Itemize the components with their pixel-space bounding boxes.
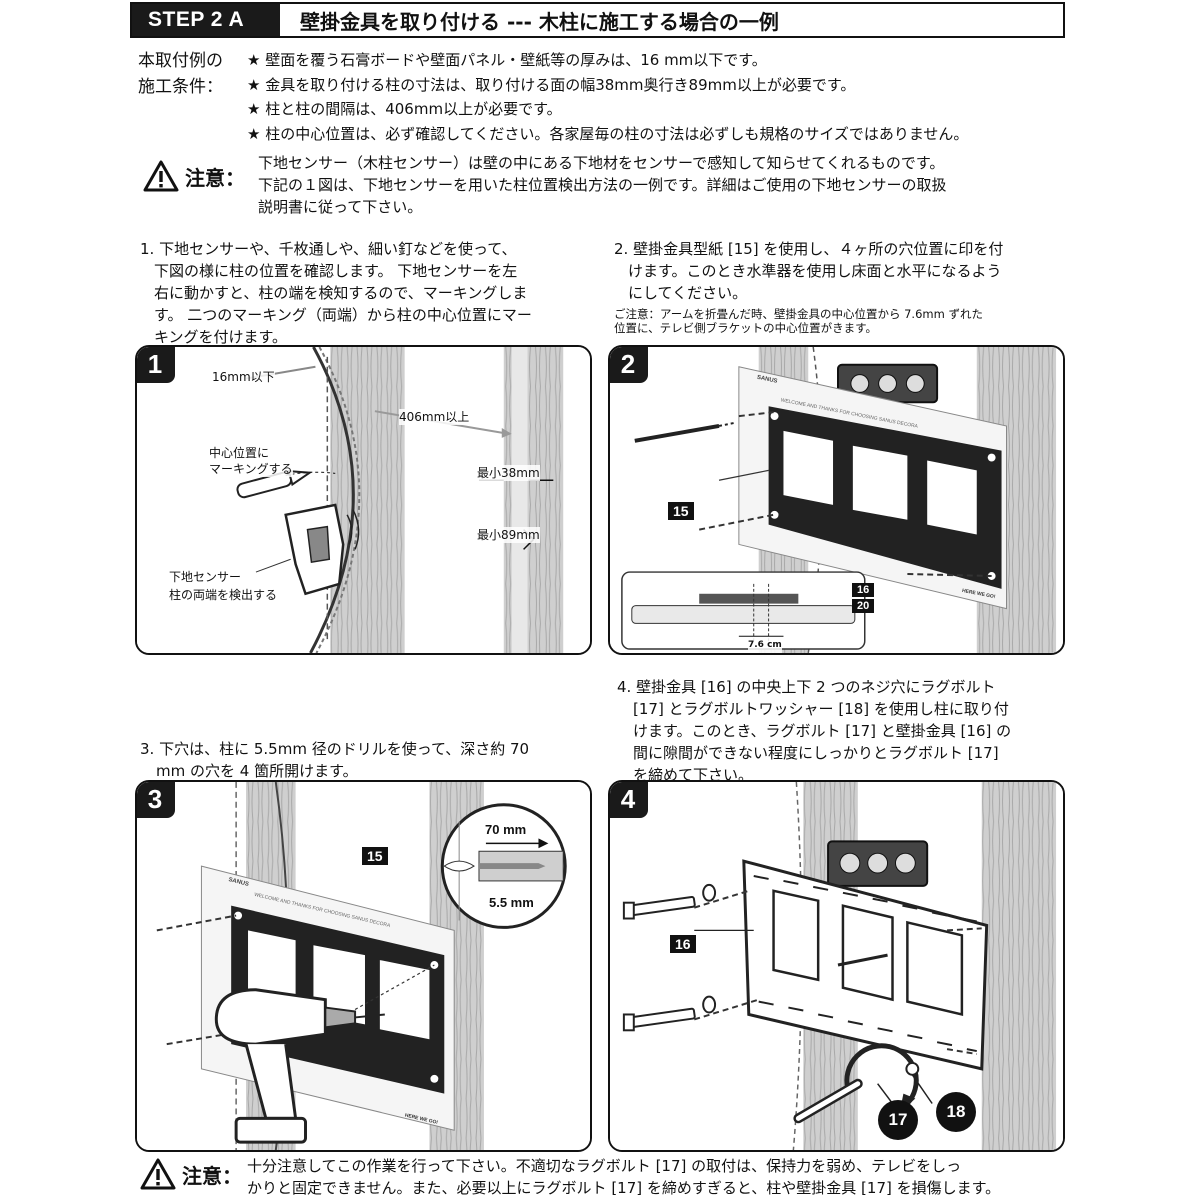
conditions-list: ★ 壁面を覆う石膏ボードや壁面パネル・壁紙等の厚みは、16 mm以下です。 ★ … <box>247 48 1057 146</box>
tag-bracket-16: 16 <box>852 583 875 597</box>
caution-text: 下地センサー（木柱センサー）は壁の中にある下地材をセンサーで感知して知らせてくれ… <box>258 154 947 216</box>
instruction-step4: 4. 壁掛金具 [16] の中央上下 2 つのネジ穴にラグボルト [17] とラ… <box>617 678 1012 784</box>
panel-3-illustration: SANUS WELCOME AND THANKS FOR CHOOSING SA… <box>137 782 590 1150</box>
step-label: STEP 2 A <box>132 4 280 36</box>
tag-template-15: 15 <box>668 502 694 520</box>
caution-label: 注意： <box>182 1163 242 1188</box>
panel-number: 4 <box>610 782 648 818</box>
label-width: 最小38mm <box>477 465 540 481</box>
panel-2-illustration: SANUS WELCOME AND THANKS FOR CHOOSING SA… <box>610 347 1063 653</box>
instruction-step1: 1. 下地センサーや、千枚通しや、細い釘などを使って、 下図の様に柱の位置を確認… <box>140 240 532 346</box>
step-header: STEP 2 A 壁掛金具を取り付ける --- 木柱に施工する場合の一例 <box>130 2 1065 38</box>
circle-washer-18: 18 <box>936 1092 976 1132</box>
instruction-step2-note: ご注意：アームを折畳んだ時、壁掛金具の中心位置から 7.6mm ずれた 位置に、… <box>614 307 983 335</box>
instruction-step2: 2. 壁掛金具型紙 [15] を使用し、４ヶ所の穴位置に印を付 けます。このとき… <box>614 240 1004 302</box>
label-center-2: マーキングする <box>209 461 293 477</box>
panel-number: 3 <box>137 782 175 818</box>
panel-4-illustration <box>610 782 1063 1150</box>
caution-top: 注意： <box>143 160 245 192</box>
label-drill-diameter: 5.5 mm <box>489 895 534 910</box>
condition-item: ★ 柱と柱の間隔は、406mm以上が必要です。 <box>247 100 562 118</box>
label-offset: 7.6 cm <box>748 637 782 653</box>
panel-1-illustration <box>137 347 590 653</box>
panel-1: 1 <box>135 345 592 655</box>
label-center-1: 中心位置に <box>209 445 270 461</box>
label-depth: 最小89mm <box>477 527 540 543</box>
label-sensor-2: 柱の両端を検出する <box>169 587 278 603</box>
template-brand: SANUS <box>756 375 778 385</box>
panel-number: 1 <box>137 347 175 383</box>
template-brand: SANUS <box>228 877 250 888</box>
warning-icon <box>140 1158 176 1190</box>
caution-bottom: 注意： <box>140 1158 242 1190</box>
tag-bracket-16: 16 <box>670 935 696 953</box>
panel-4: 4 <box>608 780 1065 1152</box>
circle-lag-bolt-17: 17 <box>878 1100 918 1140</box>
panel-2: 2 SANUS WELCOME AND THANKS FOR CHOOSING … <box>608 345 1065 655</box>
panel-3: 3 SANUS WELCOME AND THANKS FOR CHOOSING … <box>135 780 592 1152</box>
tag-template-15: 15 <box>362 847 388 865</box>
instruction-step3: 3. 下穴は、柱に 5.5mm 径のドリルを使って、深さ約 70 mm の穴を … <box>140 740 530 780</box>
label-drill-depth: 70 mm <box>485 822 527 837</box>
condition-item: ★ 金具を取り付ける柱の寸法は、取り付ける面の幅38mm奥行き89mm以上が必要… <box>247 75 856 94</box>
page-title: 壁掛金具を取り付ける --- 木柱に施工する場合の一例 <box>300 9 779 34</box>
panel-number: 2 <box>610 347 648 383</box>
label-spacing: 406mm以上 <box>399 409 470 425</box>
label-sensor-1: 下地センサー <box>169 569 242 585</box>
caution-bottom-text: 十分注意してこの作業を行って下さい。不適切なラグボルト [17] の取付は、保持… <box>247 1157 1001 1197</box>
label-thickness: 16mm以下 <box>212 369 275 385</box>
condition-item: ★ 壁面を覆う石膏ボードや壁面パネル・壁紙等の厚みは、16 mm以下です。 <box>247 51 767 69</box>
warning-icon <box>143 160 179 192</box>
condition-item: ★ 柱の中心位置は、必ず確認してください。各家屋毎の柱の寸法は必ずしも規格のサイ… <box>247 124 969 143</box>
caution-label: 注意： <box>185 165 245 190</box>
tag-bracket-20: 20 <box>852 599 875 613</box>
conditions-label: 本取付例の 施工条件： <box>138 51 223 97</box>
